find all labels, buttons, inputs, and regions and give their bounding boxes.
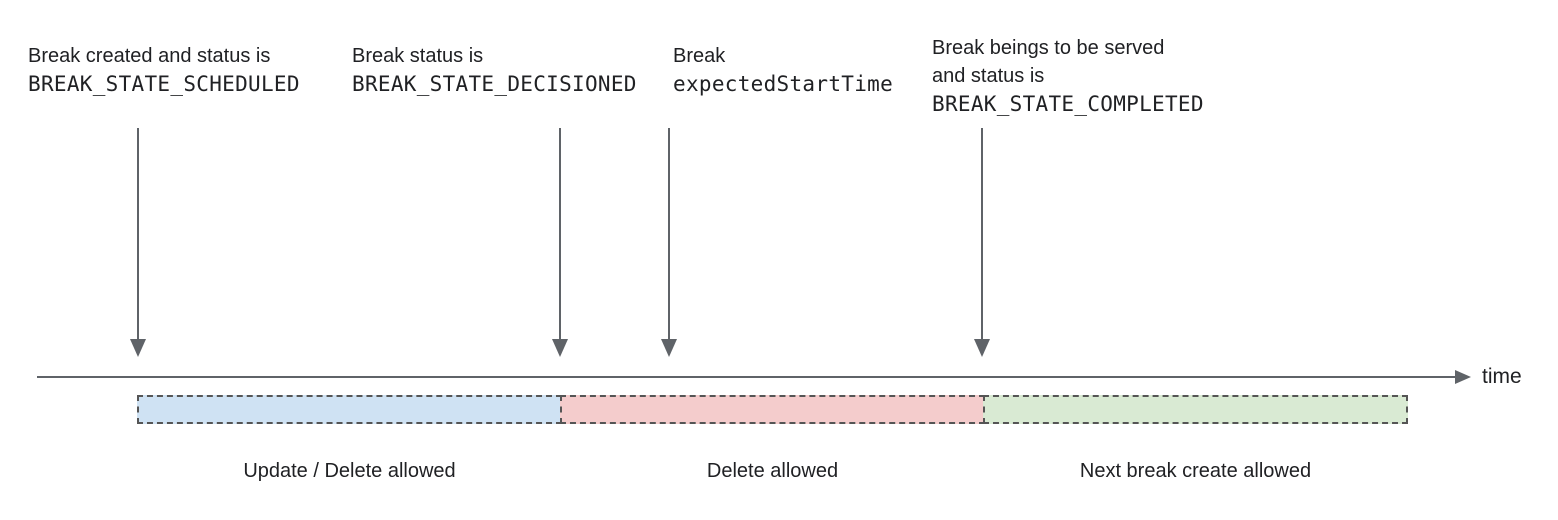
arrow-down-icon xyxy=(974,339,990,357)
arrow-down-icon xyxy=(137,128,139,339)
arrow-down-icon xyxy=(981,128,983,339)
arrow-down-icon xyxy=(552,339,568,357)
arrow-down-icon xyxy=(668,128,670,339)
annotation-break-completed: Break beings to be served and status is … xyxy=(932,34,1204,118)
arrow-down-icon xyxy=(661,339,677,357)
annotation-code-text: expectedStartTime xyxy=(673,72,894,96)
time-axis-label: time xyxy=(1482,365,1522,388)
segment-update-delete-allowed xyxy=(137,395,562,424)
segment-label-next-break: Next break create allowed xyxy=(1079,460,1312,482)
annotation-code-text: BREAK_STATE_SCHEDULED xyxy=(28,72,300,96)
segment-delete-allowed xyxy=(560,395,985,424)
time-axis-line xyxy=(37,376,1457,378)
annotation-code-text: BREAK_STATE_DECISIONED xyxy=(352,72,637,96)
annotation-expected-start-time: Break expectedStartTime xyxy=(673,42,893,98)
segment-label-delete: Delete allowed xyxy=(706,460,839,482)
annotation-text: Break status is xyxy=(352,45,484,67)
segment-next-break-create-allowed xyxy=(983,395,1408,424)
annotation-break-scheduled: Break created and status is BREAK_STATE_… xyxy=(28,42,300,98)
annotation-text: Break beings to be served xyxy=(932,37,1165,59)
annotation-break-decisioned: Break status is BREAK_STATE_DECISIONED xyxy=(352,42,637,98)
annotation-code-text: BREAK_STATE_COMPLETED xyxy=(932,92,1204,116)
arrow-right-icon xyxy=(1455,370,1471,384)
annotation-text: and status is xyxy=(932,65,1045,87)
arrow-down-icon xyxy=(559,128,561,339)
segment-label-update-delete: Update / Delete allowed xyxy=(243,460,456,482)
arrow-down-icon xyxy=(130,339,146,357)
annotation-text: Break xyxy=(673,45,726,67)
annotation-text: Break created and status is xyxy=(28,45,271,67)
